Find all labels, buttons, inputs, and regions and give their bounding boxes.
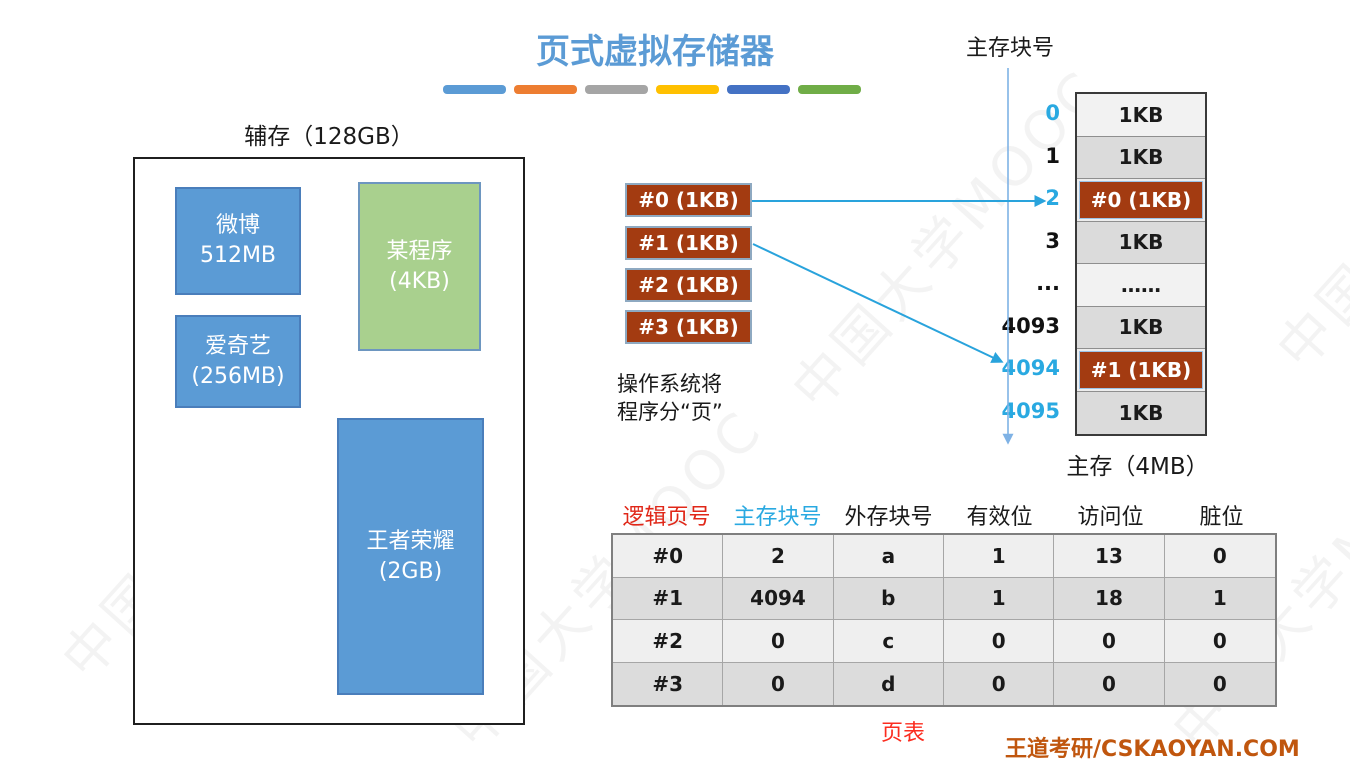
header-valid-bit: 有效位 bbox=[966, 505, 1033, 530]
app-size: (256MB) bbox=[191, 363, 285, 389]
page-3-box: #3 (1KB) bbox=[625, 310, 752, 344]
app-box-iqiyi: 爱奇艺 (256MB) bbox=[175, 315, 301, 408]
table-cell: 13 bbox=[1054, 535, 1165, 577]
table-cell: 1 bbox=[944, 535, 1055, 577]
header-external-block-no: 外存块号 bbox=[844, 505, 933, 530]
block-number: 1 bbox=[1045, 143, 1060, 168]
block-number: 2 bbox=[1045, 186, 1060, 211]
block-number: 4095 bbox=[1001, 398, 1060, 423]
secondary-storage-label: 辅存（128GB） bbox=[244, 124, 414, 150]
app-size: 512MB bbox=[199, 243, 277, 268]
app-name: 王者荣耀 bbox=[366, 528, 455, 554]
page-table-headers: 逻辑页号 主存块号 外存块号 有效位 访问位 脏位 bbox=[611, 499, 1277, 531]
pages-caption-line1: 操作系统将 bbox=[617, 372, 722, 396]
app-name: 爱奇艺 bbox=[204, 333, 271, 359]
table-row: #2 0 c 0 0 0 bbox=[613, 620, 1275, 663]
memory-row-page0: #0 (1KB) bbox=[1077, 179, 1205, 222]
table-cell: 0 bbox=[723, 620, 834, 662]
table-cell: 0 bbox=[1212, 671, 1227, 696]
dash-green bbox=[798, 85, 861, 94]
table-cell: 1 bbox=[1212, 586, 1227, 611]
memory-cell-page1: #1 (1KB) bbox=[1079, 351, 1203, 389]
page-2-box: #2 (1KB) bbox=[625, 268, 752, 302]
table-cell: 0 bbox=[944, 620, 1055, 662]
block-number: 0 bbox=[1045, 101, 1060, 126]
table-cell: 0 bbox=[1212, 628, 1227, 653]
table-cell: d bbox=[834, 662, 944, 705]
app-size: (4KB) bbox=[389, 268, 450, 294]
header-access-bit: 访问位 bbox=[1077, 505, 1144, 530]
app-box-program: 某程序 (4KB) bbox=[358, 182, 481, 351]
page-title: 页式虚拟存储器 bbox=[536, 32, 774, 72]
dash-darkblue bbox=[727, 85, 790, 94]
app-name: 微博 bbox=[215, 213, 260, 238]
memory-row: …… bbox=[1077, 264, 1205, 307]
table-row: #0 2 a 1 13 0 bbox=[613, 535, 1275, 578]
header-logical-page-no: 逻辑页号 bbox=[622, 505, 711, 530]
block-number: 3 bbox=[1045, 228, 1060, 253]
app-name: 某程序 bbox=[386, 238, 453, 264]
table-cell: b bbox=[834, 577, 944, 619]
memory-block-number-label: 主存块号 bbox=[965, 36, 1054, 61]
table-cell: 0 bbox=[1212, 543, 1227, 568]
memory-cell: 1KB bbox=[1118, 230, 1164, 255]
table-row: #1 4094 b 1 18 1 bbox=[613, 577, 1275, 620]
memory-cell-page0: #0 (1KB) bbox=[1079, 181, 1203, 219]
memory-cell: 1KB bbox=[1118, 315, 1164, 340]
table-cell: #0 bbox=[613, 535, 724, 577]
table-cell: #2 bbox=[613, 620, 724, 662]
memory-row: 1KB bbox=[1077, 221, 1205, 264]
block-number: 4094 bbox=[1001, 356, 1060, 381]
brand-text: 王道考研/CSKAOYAN.COM bbox=[1005, 737, 1300, 762]
pages-caption-line2: 程序分“页” bbox=[617, 400, 723, 424]
memory-cell: 1KB bbox=[1118, 145, 1164, 170]
table-cell: #1 bbox=[613, 577, 724, 619]
memory-block-numbers: 0 1 2 3 ... 4093 4094 4095 bbox=[930, 92, 1060, 432]
page-table-caption: 页表 bbox=[880, 721, 925, 746]
table-cell: c bbox=[834, 620, 944, 662]
table-cell: 18 bbox=[1054, 577, 1165, 619]
app-size: (2GB) bbox=[378, 558, 443, 584]
app-box-weibo: 微博 512MB bbox=[175, 187, 301, 295]
memory-row: 1KB bbox=[1077, 136, 1205, 179]
dash-gold bbox=[656, 85, 719, 94]
table-cell: 0 bbox=[1054, 620, 1165, 662]
table-cell: a bbox=[834, 535, 944, 577]
page-1-box: #1 (1KB) bbox=[625, 226, 752, 260]
main-memory-label: 主存（4MB） bbox=[1066, 454, 1209, 480]
memory-row: 1KB bbox=[1077, 391, 1205, 434]
table-cell: 2 bbox=[723, 535, 834, 577]
table-cell: 0 bbox=[944, 662, 1055, 705]
table-cell: 4094 bbox=[723, 577, 834, 619]
title-underline-dashes bbox=[443, 85, 861, 94]
memory-row: 1KB bbox=[1077, 94, 1205, 137]
memory-cell: 1KB bbox=[1118, 400, 1164, 425]
dash-orange bbox=[514, 85, 577, 94]
memory-cell: 1KB bbox=[1118, 102, 1164, 127]
memory-row: 1KB bbox=[1077, 306, 1205, 349]
dash-blue bbox=[443, 85, 506, 94]
page-table: #0 2 a 1 13 0 #1 4094 b 1 18 1 #2 0 c 0 … bbox=[611, 533, 1277, 707]
memory-cell: …… bbox=[1121, 272, 1161, 297]
block-number: ... bbox=[1036, 271, 1060, 296]
header-memory-block-no: 主存块号 bbox=[733, 505, 822, 530]
table-cell: 1 bbox=[944, 577, 1055, 619]
dash-gray bbox=[585, 85, 648, 94]
app-box-honor-of-kings: 王者荣耀 (2GB) bbox=[337, 418, 484, 695]
block-number: 4093 bbox=[1001, 313, 1060, 338]
header-dirty-bit: 脏位 bbox=[1199, 505, 1244, 530]
table-cell: 0 bbox=[723, 662, 834, 705]
main-memory-grid: 1KB 1KB #0 (1KB) 1KB …… 1KB #1 (1KB) 1KB bbox=[1075, 92, 1207, 436]
watermark: 中国大学MOOC bbox=[1264, 16, 1350, 381]
memory-row-page1: #1 (1KB) bbox=[1077, 349, 1205, 392]
table-cell: 0 bbox=[1054, 662, 1165, 705]
table-row: #3 0 d 0 0 0 bbox=[613, 662, 1275, 705]
page-0-box: #0 (1KB) bbox=[625, 183, 752, 217]
pages-caption: 操作系统将 程序分“页” bbox=[617, 370, 723, 426]
table-cell: #3 bbox=[613, 662, 724, 705]
